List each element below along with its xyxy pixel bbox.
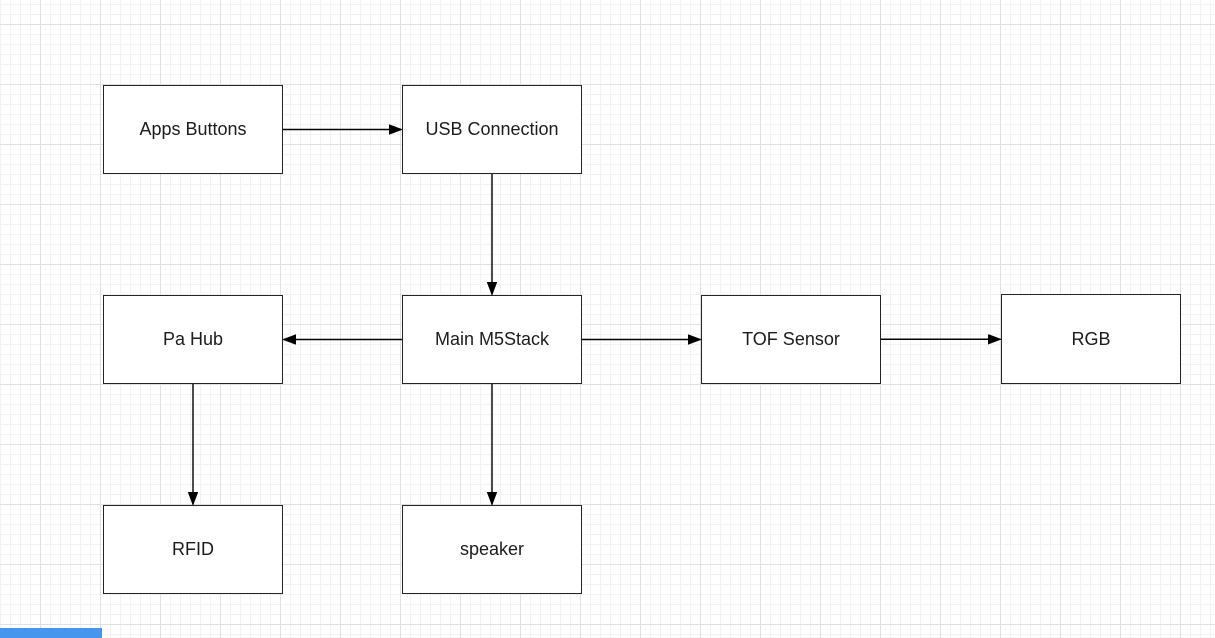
- node-label-pa-hub: Pa Hub: [162, 329, 224, 349]
- diagram-node-apps-buttons[interactable]: Apps Buttons: [103, 85, 283, 174]
- node-label-usb-connection: USB Connection: [425, 119, 559, 139]
- diagram-node-rgb[interactable]: RGB: [1001, 294, 1181, 384]
- diagram-node-tof-sensor[interactable]: TOF Sensor: [701, 295, 881, 384]
- diagram-node-rfid[interactable]: RFID: [103, 505, 283, 594]
- diagram-node-speaker[interactable]: speaker: [402, 505, 582, 594]
- diagram-node-pa-hub[interactable]: Pa Hub: [103, 295, 283, 384]
- node-label-rgb: RGB: [1071, 328, 1111, 349]
- horizontal-scrollbar-thumb[interactable]: [0, 628, 102, 638]
- node-label-rfid: RFID: [172, 539, 214, 559]
- diagram-node-usb-connection[interactable]: USB Connection: [402, 85, 582, 174]
- node-label-main-m5stack: Main M5Stack: [434, 329, 550, 349]
- node-label-apps-buttons: Apps Buttons: [139, 119, 247, 139]
- diagram-node-main-m5stack[interactable]: Main M5Stack: [402, 295, 582, 384]
- node-label-tof-sensor: TOF Sensor: [742, 329, 840, 349]
- node-label-speaker: speaker: [459, 539, 525, 559]
